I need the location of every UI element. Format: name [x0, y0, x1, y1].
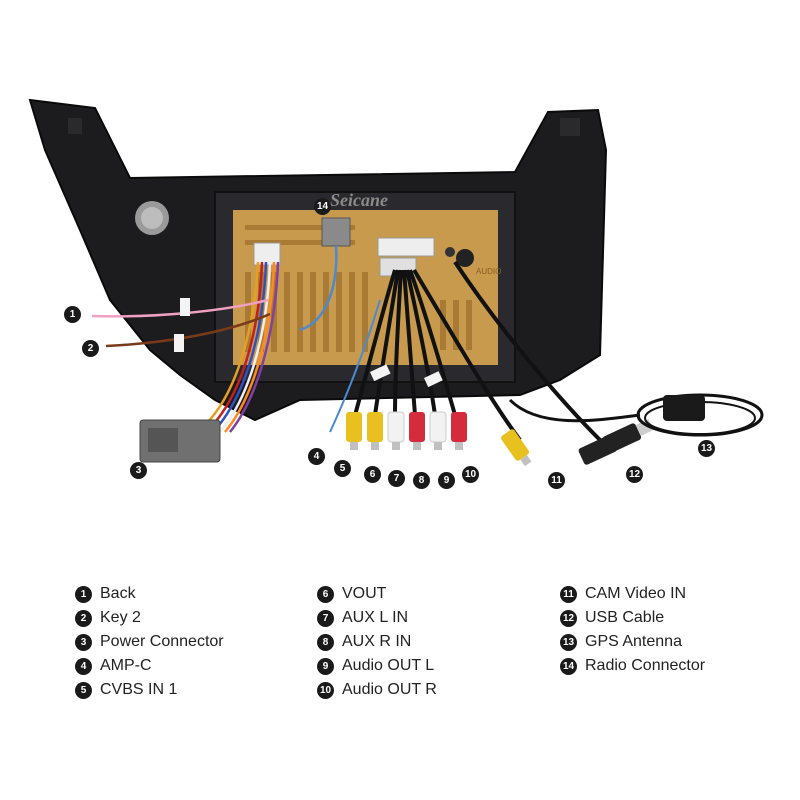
callout-6: 6: [364, 466, 381, 483]
legend-label: GPS Antenna: [585, 633, 682, 650]
rca-cable-bundle: [353, 260, 602, 442]
callout-13: 13: [698, 440, 715, 457]
legend-item: 3 Power Connector: [75, 630, 224, 654]
legend-item: 2 Key 2: [75, 606, 224, 630]
legend-badge: 8: [317, 633, 334, 651]
legend-item: 13 GPS Antenna: [560, 630, 705, 654]
power-harness-wires: [204, 261, 280, 433]
seicane-watermark: Seicane: [330, 190, 388, 210]
legend-badge: 9: [317, 657, 334, 675]
key2-wire-tag: [174, 334, 184, 352]
legend-badge: 1: [75, 585, 92, 603]
legend-label: Key 2: [100, 609, 141, 626]
callout-10: 10: [462, 466, 479, 483]
rca-tag: [370, 364, 391, 382]
gps-antenna-puck: [663, 395, 705, 421]
power-connector-face: [148, 428, 178, 452]
legend-badge: 6: [317, 585, 334, 603]
callout-12: 12: [626, 466, 643, 483]
legend-item: 7 AUX L IN: [317, 606, 437, 630]
callout-11: 11: [548, 472, 565, 489]
rca-plug-aux-l-in: [387, 411, 405, 450]
amp-c-wire: [329, 299, 381, 433]
legend-badge: 11: [560, 585, 577, 603]
rca-plug-vout: [367, 412, 383, 450]
legend-badge: 2: [75, 609, 92, 627]
legend-label: CAM Video IN: [585, 585, 687, 602]
legend-label: Back: [100, 585, 136, 602]
callout-8: 8: [413, 472, 430, 489]
legend-item: 11 CAM Video IN: [560, 582, 705, 606]
bezel-round-boss-inner: [141, 207, 163, 229]
gps-socket: [445, 247, 455, 257]
main-harness-socket: [253, 242, 281, 266]
multi-pin-socket: [377, 237, 435, 257]
radio-connector: [321, 217, 351, 247]
legend-badge: 4: [75, 657, 92, 675]
rca-plug-cvbs-in-1: [346, 412, 362, 450]
legend-label: VOUT: [342, 585, 387, 602]
bezel-tab-right: [560, 118, 580, 136]
rca-plug-cam-video-in: [501, 429, 532, 467]
bezel-tab-left: [68, 118, 82, 134]
legend-label: AUX R IN: [342, 633, 412, 650]
rca-plug-audio-out-r: [451, 412, 467, 450]
legend-badge: 7: [317, 609, 334, 627]
legend-badge: 14: [560, 657, 577, 675]
legend-badge: 5: [75, 681, 92, 699]
legend-badge: 3: [75, 633, 92, 651]
rca-plug-aux-r-in: [409, 412, 425, 450]
legend-column-3: 11 CAM Video IN 12 USB Cable 13 GPS Antenna…: [560, 582, 705, 678]
legend-label: Power Connector: [100, 633, 224, 650]
gps-cable: [508, 398, 641, 423]
callout-5: 5: [334, 460, 351, 477]
callout-1: 1: [64, 306, 81, 323]
legend-badge: 12: [560, 609, 577, 627]
rca-tag-2: [424, 371, 443, 388]
radio-wire: [299, 245, 338, 332]
legend-item: 9 Audio OUT L: [317, 654, 437, 678]
key2-wire: [105, 312, 271, 348]
legend-label: Radio Connector: [585, 657, 706, 674]
callout-14: 14: [314, 198, 331, 215]
legend-item: 14 Radio Connector: [560, 654, 705, 678]
audio-port-label: AUDIO: [476, 267, 501, 276]
legend-item: 5 CVBS IN 1: [75, 678, 224, 702]
board-vents: [245, 225, 355, 245]
legend-badge: 10: [317, 681, 334, 699]
callout-9: 9: [438, 472, 455, 489]
legend-label: CVBS IN 1: [100, 681, 178, 698]
callout-4: 4: [308, 448, 325, 465]
legend-item: 8 AUX R IN: [317, 630, 437, 654]
callout-3: 3: [130, 462, 147, 479]
callout-2: 2: [82, 340, 99, 357]
legend-column-1: 1 Back 2 Key 2 3 Power Connector 4 AMP-C 5 CV…: [75, 582, 224, 702]
legend-badge: 13: [560, 633, 577, 651]
rca-plug-audio-out-l: [429, 411, 447, 450]
legend-label: AUX L IN: [342, 609, 409, 626]
legend-item: 6 VOUT: [317, 582, 437, 606]
legend-label: USB Cable: [585, 609, 665, 626]
legend-item: 12 USB Cable: [560, 606, 705, 630]
legend-item: 4 AMP-C: [75, 654, 224, 678]
legend-item: 10 Audio OUT R: [317, 678, 437, 702]
callout-7: 7: [388, 470, 405, 487]
legend-label: AMP-C: [100, 657, 152, 674]
product-photo: Seicane AUDIO: [28, 98, 764, 467]
antenna-socket: [456, 249, 474, 267]
legend-column-2: 6 VOUT 7 AUX L IN 8 AUX R IN 9 Audio OUT L 1…: [317, 582, 437, 702]
back-wire-tag: [180, 298, 190, 316]
legend-item: 1 Back: [75, 582, 224, 606]
legend-label: Audio OUT R: [342, 681, 437, 698]
legend-label: Audio OUT L: [342, 657, 435, 674]
